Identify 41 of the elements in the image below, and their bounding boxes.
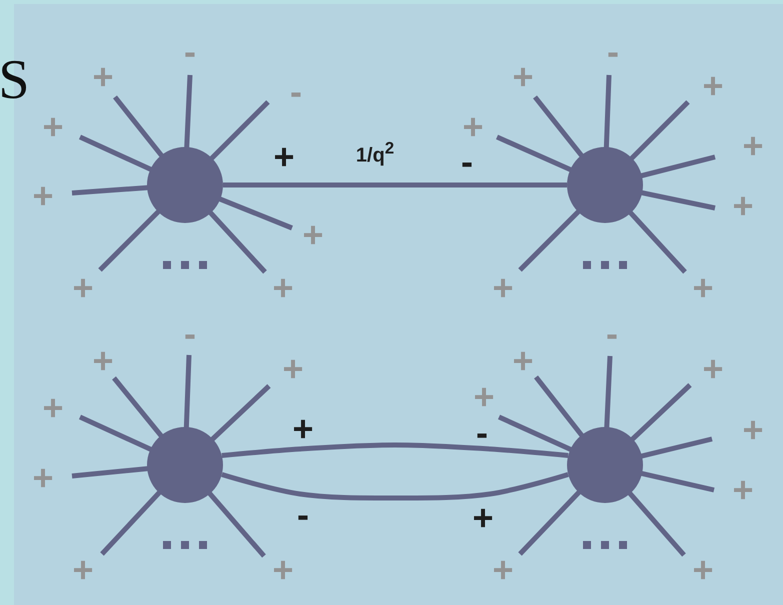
- charge-sign: +: [702, 351, 724, 387]
- charge-sign: +: [512, 59, 534, 95]
- connector-line: [221, 472, 569, 500]
- charge-sign: -: [476, 415, 488, 451]
- charge-sign: +: [512, 343, 534, 379]
- title-letter: S: [0, 52, 30, 108]
- charge-sign: +: [42, 109, 64, 145]
- connector-line: [223, 182, 567, 188]
- charge-sign: -: [290, 74, 302, 110]
- charge-sign: -: [297, 497, 309, 533]
- charge-sign: +: [472, 500, 494, 536]
- charge-sign: -: [461, 144, 473, 180]
- charge-sign: +: [462, 109, 484, 145]
- charge-sign: +: [272, 552, 294, 588]
- charge-sign: +: [282, 351, 304, 387]
- charge-sign: +: [732, 188, 754, 224]
- charge-sign: +: [732, 472, 754, 508]
- charge-sign: +: [92, 343, 114, 379]
- charge-sign: +: [492, 270, 514, 306]
- charge-sign: +: [32, 178, 54, 214]
- charge-sign: -: [184, 34, 196, 70]
- charge-sign: +: [72, 270, 94, 306]
- charge-sign: +: [692, 270, 714, 306]
- charge-sign: +: [273, 139, 295, 175]
- connector-line: [222, 442, 568, 458]
- charge-sign: +: [473, 379, 495, 415]
- charge-sign: +: [702, 68, 724, 104]
- charge-sign: +: [742, 128, 764, 164]
- charge-sign: -: [607, 34, 619, 70]
- charge-sign: +: [742, 412, 764, 448]
- charge-sign: -: [606, 316, 618, 352]
- charge-sign: +: [42, 390, 64, 426]
- charge-sign: +: [302, 217, 324, 253]
- charge-sign: +: [72, 552, 94, 588]
- charge-sign: +: [92, 59, 114, 95]
- charge-sign: +: [272, 270, 294, 306]
- charge-sign: +: [32, 460, 54, 496]
- charge-sign: +: [492, 552, 514, 588]
- charge-sign: +: [292, 411, 314, 447]
- charge-sign: +: [692, 552, 714, 588]
- charge-sign: -: [184, 316, 196, 352]
